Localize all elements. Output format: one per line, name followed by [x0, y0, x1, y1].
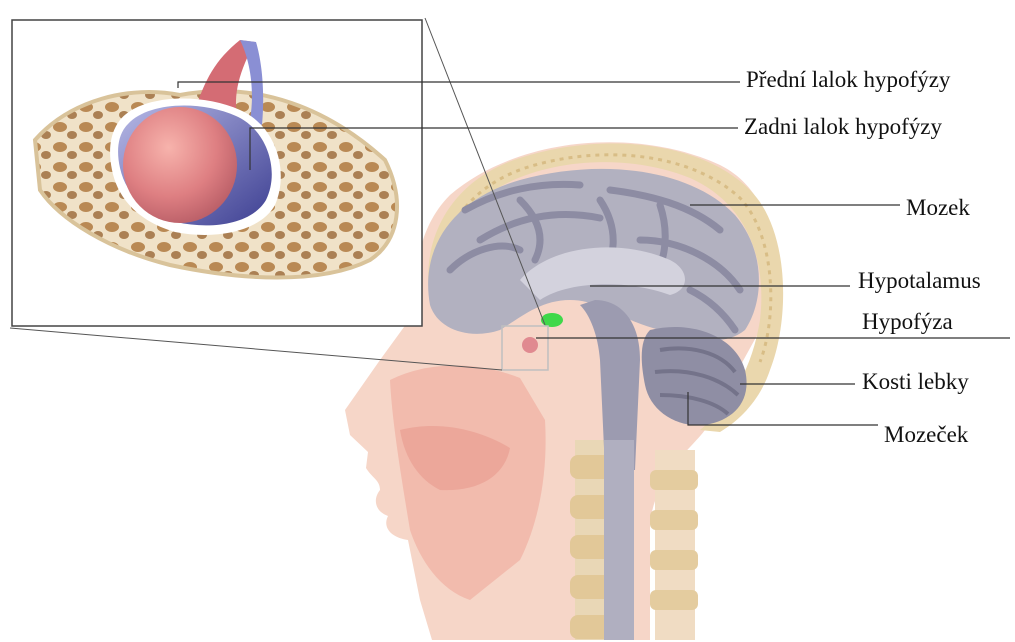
label-skull: Kosti lebky: [862, 370, 969, 393]
label-anterior-lobe: Přední lalok hypofýzy: [746, 68, 950, 91]
label-brain: Mozek: [906, 196, 970, 219]
inset-panel: [12, 20, 422, 326]
label-hypothalamus: Hypotalamus: [858, 269, 981, 292]
pituitary-marker: [522, 337, 538, 353]
label-pituitary: Hypofýza: [862, 310, 953, 333]
label-cerebellum: Mozeček: [884, 423, 968, 446]
label-posterior-lobe: Zadni lalok hypofýzy: [744, 115, 942, 138]
hypothalamus-marker: [541, 313, 563, 327]
